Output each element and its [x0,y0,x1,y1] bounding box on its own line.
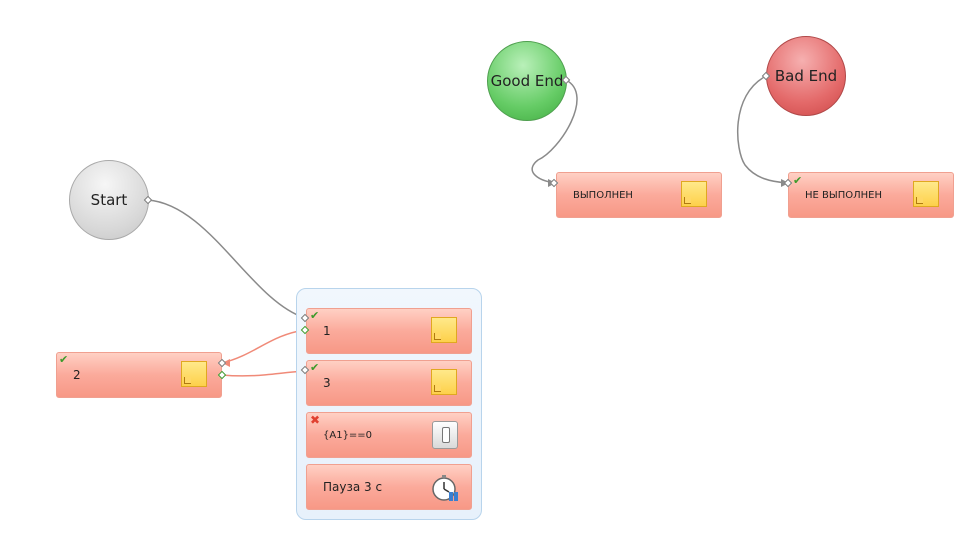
note-icon [431,369,457,395]
block-not-done-label: НЕ ВЫПОЛНЕН [805,190,882,201]
block-pause-label: Пауза 3 с [323,480,383,494]
block-pause[interactable]: Пауза 3 с [306,464,472,510]
block-done-label: ВЫПОЛНЕН [573,190,633,201]
start-node-label: Start [90,191,128,209]
connector-bad-to-not-done[interactable] [737,75,790,184]
block-3-label: 3 [323,376,331,390]
switch-icon [432,421,458,449]
cross-icon: ✖ [310,413,321,427]
connector-2-to-3[interactable] [221,370,306,377]
block-1-label: 1 [323,324,331,338]
connector-1-to-2[interactable] [221,329,306,364]
note-icon [913,181,939,207]
block-2-label: 2 [73,368,81,382]
connector-start-to-1[interactable] [147,199,306,319]
check-icon: ✔ [310,309,320,322]
check-icon: ✔ [310,361,320,374]
bad-end-node[interactable]: Bad End [766,36,846,116]
block-condition-label: {A1}==0 [323,430,373,441]
block-2[interactable]: 2 [56,352,222,398]
block-condition[interactable]: {A1}==0 [306,412,472,458]
note-icon [681,181,707,207]
good-end-node[interactable]: Good End [487,41,567,121]
timer-icon [432,475,458,501]
good-end-node-label: Good End [490,72,564,90]
note-icon [181,361,207,387]
start-node[interactable]: Start [69,160,149,240]
note-icon [431,317,457,343]
block-3[interactable]: 3 [306,360,472,406]
check-icon: ✔ [793,174,803,187]
block-not-done[interactable]: НЕ ВЫПОЛНЕН [788,172,954,218]
block-done[interactable]: ВЫПОЛНЕН [556,172,722,218]
bad-end-node-label: Bad End [774,67,838,85]
block-1[interactable]: 1 [306,308,472,354]
connector-good-to-done[interactable] [531,79,578,184]
check-icon: ✔ [59,353,69,366]
